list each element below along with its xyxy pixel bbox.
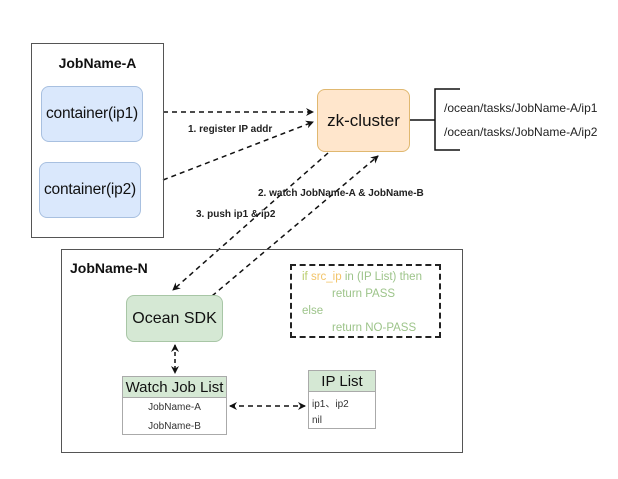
code-condition: in (IP List) then [341, 271, 422, 283]
code-if-keyword: if [302, 271, 311, 283]
zk-path-bracket [434, 88, 460, 151]
container-ip2-node[interactable]: container(ip2) [39, 162, 141, 218]
watch-job-list-header: Watch Job List [123, 377, 226, 398]
watch-edge-label: 2. watch JobName-A & JobName-B [258, 188, 424, 199]
code-line-else: else [302, 305, 324, 317]
register-edge-label: 1. register IP addr [188, 124, 273, 135]
zk-cluster-node[interactable]: zk-cluster [317, 89, 410, 152]
job-n-group: JobName-N [61, 249, 463, 453]
job-a-group: JobName-A [31, 43, 164, 238]
zk-path-ip2: /ocean/tasks/JobName-A/ip2 [444, 125, 598, 139]
ocean-sdk-node[interactable]: Ocean SDK [126, 295, 223, 342]
watch-job-list-item[interactable]: JobName-A [148, 402, 201, 413]
pass-rule-code-box: if src_ip in (IP List) then return PASS … [290, 264, 441, 338]
push-edge-label: 3. push ip1 & ip2 [196, 209, 276, 220]
code-line-if: if src_ip in (IP List) then [302, 271, 422, 283]
container-ip1-node[interactable]: container(ip1) [41, 86, 143, 142]
ip-list: IP List ip1、ip2 nil [308, 370, 376, 429]
ip-list-item[interactable]: nil [312, 415, 323, 426]
ip-list-item[interactable]: ip1、ip2 [312, 399, 349, 410]
job-n-title: JobName-N [70, 260, 148, 276]
watch-job-list: Watch Job List JobName-A JobName-B [122, 376, 227, 435]
code-src-ip-var: src_ip [310, 271, 342, 283]
watch-job-list-item[interactable]: JobName-B [148, 421, 201, 432]
zk-path-ip1: /ocean/tasks/JobName-A/ip1 [444, 101, 598, 115]
code-line-return-nopass: return NO-PASS [332, 322, 417, 334]
ip-list-header: IP List [309, 371, 375, 392]
code-line-return-pass: return PASS [332, 288, 396, 300]
job-a-title: JobName-A [58, 55, 137, 71]
